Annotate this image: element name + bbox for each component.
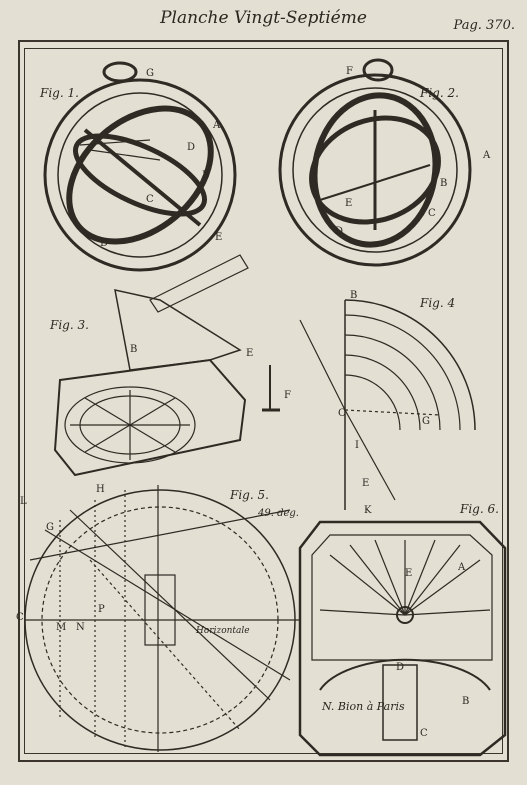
fig6-letter-a: A [458, 562, 466, 573]
fig4-letter-k: K [364, 505, 372, 516]
fig3-letter-e: E [246, 348, 254, 359]
fig4-letter-g: G [422, 416, 430, 427]
fig1-letter-d: D [187, 142, 196, 153]
fig2-letter-e: E [345, 198, 353, 209]
fig1-letter-c: C [146, 194, 154, 205]
fig1-ring-dial [43, 61, 237, 272]
fig3-letter-f: F [284, 390, 291, 401]
fig5-letter-p: P [98, 604, 105, 615]
fig6-letter-b: B [462, 696, 470, 707]
fig5-letter-c: C [16, 612, 24, 623]
fig6-letter-d: D [396, 662, 405, 673]
fig5-letter-n: N [76, 622, 85, 633]
fig2-letter-a: A [483, 150, 491, 161]
fig4-letter-i: I [355, 440, 359, 451]
fig5-letter-g: G [46, 522, 54, 533]
fig6-maker-inscription: N. Bion à Paris [322, 700, 405, 713]
fig1-letter-b: B [202, 170, 210, 181]
fig1-letter-g: G [146, 68, 154, 79]
fig5-letter-h: H [96, 484, 105, 495]
fig6-letter-e: E [405, 568, 413, 579]
plate-inner-border [24, 48, 503, 754]
fig5-horizontal-note: Horizontale [196, 626, 250, 636]
fig3-letter-b: B [130, 344, 138, 355]
page-number: Pag. 370. [453, 18, 515, 33]
fig2-letter-b: B [440, 178, 448, 189]
fig6-letter-c: C [420, 728, 428, 739]
fig1-letter-a: A [213, 120, 221, 131]
fig4-letter-b: B [350, 290, 358, 301]
fig6-label: Fig. 6. [460, 502, 499, 516]
fig1-letter-e: E [215, 232, 223, 243]
fig2-label: Fig. 2. [420, 86, 459, 100]
fig4-letter-e: E [362, 478, 370, 489]
plate-title: Planche Vingt-Septiéme [160, 8, 367, 28]
fig5-letter-m: M [56, 622, 67, 633]
fig4-letter-c: C [338, 408, 346, 419]
fig2-ring-dial [278, 58, 472, 267]
fig3-label: Fig. 3. [50, 318, 89, 332]
fig2-letter-f: F [346, 66, 353, 77]
fig2-letter-d: D [335, 226, 344, 237]
fig5-projection-diagram [24, 485, 300, 752]
fig5-letter-l: L [20, 496, 27, 507]
fig4-quadrant [299, 299, 476, 510]
fig5-latitude-note: 49. deg. [258, 508, 299, 519]
fig1-letter-d2: D [100, 238, 109, 249]
fig1-label: Fig. 1. [40, 86, 79, 100]
plate-outer-border [18, 40, 509, 762]
fig3-compass-sundial [53, 289, 280, 477]
fig5-label: Fig. 5. [230, 488, 269, 502]
fig4-label: Fig. 4 [420, 296, 456, 310]
fig2-letter-c: C [428, 208, 436, 219]
fig6-octagonal-dial [298, 520, 507, 757]
